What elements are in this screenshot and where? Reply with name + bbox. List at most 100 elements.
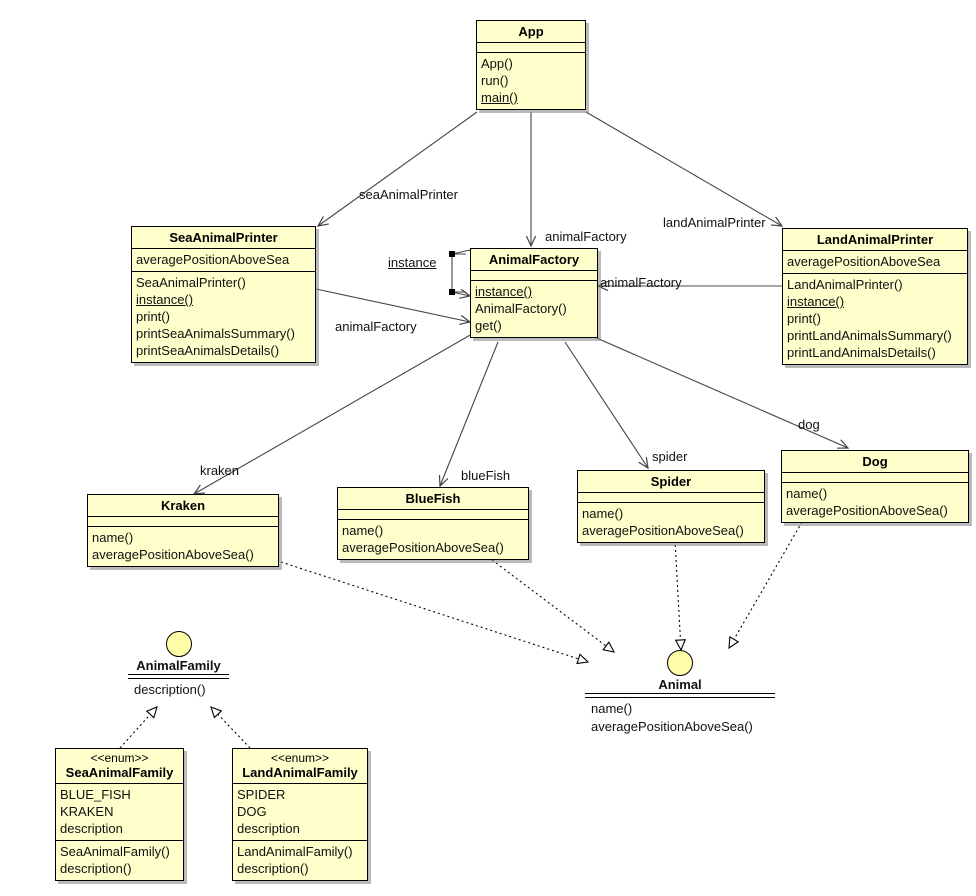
class-landanimalfamily-methods: LandAnimalFamily() description()	[233, 841, 367, 880]
method-row: averagePositionAboveSea()	[582, 523, 744, 538]
class-bluefish-title: BlueFish	[405, 491, 461, 506]
class-spider[interactable]: Spider name() averagePositionAboveSea()	[577, 470, 765, 543]
class-dog[interactable]: Dog name() averagePositionAboveSea()	[781, 450, 969, 523]
edge-app-seaanimalprinter	[316, 111, 478, 227]
method-row: printLandAnimalsSummary()	[787, 328, 952, 343]
edge-instance-bottom-seg	[451, 288, 472, 299]
attribute-row: averagePositionAboveSea	[787, 254, 941, 269]
class-app-methods: App() run() main()	[477, 53, 585, 109]
edge-label-landanimalprinter: landAnimalPrinter	[663, 215, 766, 230]
class-landanimalfamily-attributes: SPIDER DOG description	[233, 784, 367, 840]
class-app-attributes	[477, 43, 585, 52]
attribute-row: DOG	[237, 804, 267, 819]
edge-app-landanimalprinter	[585, 111, 784, 227]
class-seaanimalprinter-title: SeaAnimalPrinter	[169, 230, 278, 245]
interface-animalfamily-methods: description()	[128, 679, 229, 699]
edge-label-seaanimalprinter: seaAnimalPrinter	[359, 187, 458, 202]
edge-label-dog: dog	[798, 417, 820, 432]
attribute-row: description	[237, 821, 300, 836]
class-app[interactable]: App App() run() main()	[476, 20, 586, 110]
class-animalfactory[interactable]: AnimalFactory instance() AnimalFactory()…	[470, 248, 598, 338]
method-row: SeaAnimalFamily()	[60, 844, 170, 859]
method-row: averagePositionAboveSea()	[786, 503, 948, 518]
edge-instance-top-seg	[451, 249, 471, 255]
edge-animalfactory-instance-self	[451, 253, 466, 293]
class-kraken-methods: name() averagePositionAboveSea()	[88, 527, 278, 566]
class-bluefish[interactable]: BlueFish name() averagePositionAboveSea(…	[337, 487, 529, 560]
method-row: print()	[787, 311, 821, 326]
method-row: name()	[92, 530, 134, 545]
class-seaanimalprinter[interactable]: SeaAnimalPrinter averagePositionAboveSea…	[131, 226, 316, 363]
class-spider-attributes	[578, 493, 764, 502]
method-row: get()	[475, 318, 502, 333]
class-bluefish-attributes	[338, 510, 528, 519]
class-dog-attributes	[782, 473, 968, 482]
edge-label-spider: spider	[652, 449, 688, 464]
interface-animal[interactable]: Animal name() averagePositionAboveSea()	[585, 650, 775, 736]
edge-animalfactory-spider	[564, 341, 649, 470]
method-row: AnimalFactory()	[475, 301, 567, 316]
edge-seaanimalfamily-animalfamily-realization	[119, 706, 158, 749]
interface-animal-title: Animal	[658, 677, 702, 692]
method-row: run()	[481, 73, 509, 88]
method-row: name()	[786, 486, 828, 501]
method-row: description()	[237, 861, 309, 876]
class-app-title: App	[518, 24, 544, 39]
interface-animalfamily[interactable]: AnimalFamily description()	[128, 631, 229, 699]
class-landanimalfamily[interactable]: <<enum>> LandAnimalFamily SPIDER DOG des…	[232, 748, 368, 881]
class-kraken-title: Kraken	[160, 498, 206, 513]
class-seaanimalfamily-methods: SeaAnimalFamily() description()	[56, 841, 183, 880]
class-seaanimalfamily-title: SeaAnimalFamily	[65, 765, 174, 780]
class-seaanimalfamily-stereotype: <<enum>>	[90, 751, 149, 765]
edge-seaprinter-animalfactory	[315, 288, 472, 325]
method-row: print()	[136, 309, 170, 324]
class-dog-title: Dog	[862, 454, 888, 469]
method-row: name()	[582, 506, 624, 521]
edge-label-animalfactory-land: animalFactory	[600, 275, 682, 290]
class-kraken[interactable]: Kraken name() averagePositionAboveSea()	[87, 494, 279, 567]
edge-bluefish-animal-realization	[491, 559, 616, 653]
method-row: printLandAnimalsDetails()	[787, 345, 936, 360]
attribute-row: SPIDER	[237, 787, 286, 802]
attribute-row: description	[60, 821, 123, 836]
class-landanimalfamily-stereotype: <<enum>>	[270, 751, 330, 765]
edge-kraken-animal-realization	[280, 561, 590, 665]
edge-spider-animal-realization	[674, 539, 687, 652]
attribute-row: KRAKEN	[60, 804, 114, 819]
class-seaanimalfamily[interactable]: <<enum>> SeaAnimalFamily BLUE_FISH KRAKE…	[55, 748, 184, 881]
edge-animalfactory-bluefish	[438, 341, 499, 488]
edge-label-kraken: kraken	[200, 463, 240, 478]
edge-label-animalfactory-sea: animalFactory	[335, 319, 417, 334]
class-seaanimalprinter-attributes: averagePositionAboveSea	[132, 249, 315, 271]
method-row: SeaAnimalPrinter()	[136, 275, 246, 290]
class-bluefish-methods: name() averagePositionAboveSea()	[338, 520, 528, 559]
class-spider-methods: name() averagePositionAboveSea()	[578, 503, 764, 542]
class-landanimalprinter-title: LandAnimalPrinter	[816, 232, 934, 247]
class-dog-methods: name() averagePositionAboveSea()	[782, 483, 968, 522]
edge-label-bluefish: blueFish	[461, 468, 511, 483]
association-end-dot-top	[449, 251, 455, 257]
interface-circle-icon	[165, 631, 192, 657]
method-row: description()	[134, 682, 206, 697]
method-row: averagePositionAboveSea()	[591, 719, 753, 734]
class-animalfactory-attributes	[471, 271, 597, 280]
method-row: name()	[342, 523, 384, 538]
interface-circle-icon	[667, 650, 693, 676]
class-seaanimalfamily-attributes: BLUE_FISH KRAKEN description	[56, 784, 183, 840]
class-landanimalprinter-methods: LandAnimalPrinter() instance() print() p…	[783, 274, 967, 364]
class-animalfactory-methods: instance() AnimalFactory() get()	[471, 281, 597, 337]
method-row: LandAnimalFamily()	[237, 844, 353, 859]
interface-animalfamily-title: AnimalFamily	[136, 658, 221, 673]
method-row: averagePositionAboveSea()	[92, 547, 254, 562]
method-row: printSeaAnimalsSummary()	[136, 326, 295, 341]
interface-animal-methods: name() averagePositionAboveSea()	[585, 698, 775, 736]
edge-landanimalfamily-animalfamily-realization	[210, 706, 251, 749]
class-kraken-attributes	[88, 517, 278, 526]
method-row: name()	[591, 701, 633, 716]
class-landanimalprinter-attributes: averagePositionAboveSea	[783, 251, 967, 273]
attribute-row: averagePositionAboveSea	[136, 252, 290, 267]
class-landanimalprinter[interactable]: LandAnimalPrinter averagePositionAboveSe…	[782, 228, 968, 365]
edge-label-instance: instance	[388, 255, 437, 270]
method-row: instance()	[787, 294, 845, 309]
class-animalfactory-title: AnimalFactory	[488, 252, 580, 267]
